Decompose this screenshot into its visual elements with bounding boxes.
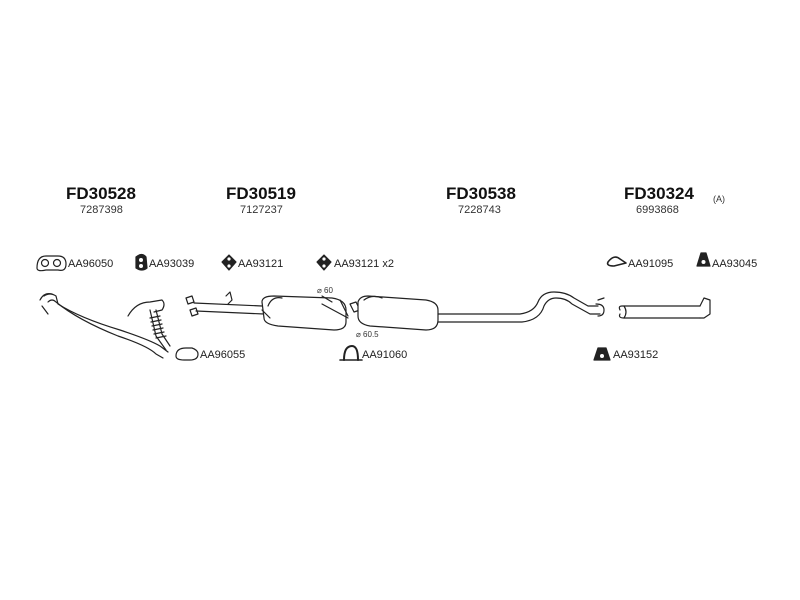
rubber-ring-icon-2 [316, 254, 332, 271]
rear-silencer [349, 291, 605, 331]
group-ref-4: 6993868 [636, 204, 679, 216]
dimension-diameter-1: ⌀ 60 [317, 286, 333, 295]
part-label-hanger-5: AA93045 [712, 258, 758, 270]
rubber-hanger-icon-3 [593, 347, 611, 361]
middle-silencer [185, 291, 349, 331]
part-label-clamp-1: AA91060 [362, 349, 408, 361]
group-ref-3: 7228743 [458, 204, 501, 216]
group-ref-2: 7127237 [240, 204, 283, 216]
part-label-hanger-1: AA93039 [149, 258, 195, 270]
rubber-hanger-icon-2 [696, 252, 711, 267]
group-ref-1: 7287398 [80, 204, 123, 216]
clamp-icon [339, 345, 363, 361]
part-label-gasket-1: AA96050 [68, 258, 114, 270]
part-label-hanger-3: AA93121 x2 [334, 258, 394, 270]
rubber-hanger-icon [135, 253, 148, 271]
group-code-2: FD30519 [226, 184, 296, 203]
group-code-4: FD30324 [624, 184, 694, 203]
tail-pipe [618, 297, 711, 319]
group-code-1: FD30528 [66, 184, 136, 203]
part-label-hanger-6: AA93152 [613, 349, 659, 361]
rubber-ring-icon [221, 254, 237, 271]
dimension-diameter-2: ⌀ 60.5 [356, 330, 379, 339]
group-note-4: (A) [713, 194, 725, 204]
part-label-hanger-2: AA93121 [238, 258, 284, 270]
part-label-hanger-4: AA91095 [628, 258, 674, 270]
group-code-3: FD30538 [446, 184, 516, 203]
part-label-gasket-2: AA96055 [200, 349, 246, 361]
gasket-icon-2 [175, 347, 199, 361]
front-pipe [39, 293, 171, 359]
hook-hanger-icon [606, 256, 627, 267]
gasket-icon [36, 255, 67, 272]
